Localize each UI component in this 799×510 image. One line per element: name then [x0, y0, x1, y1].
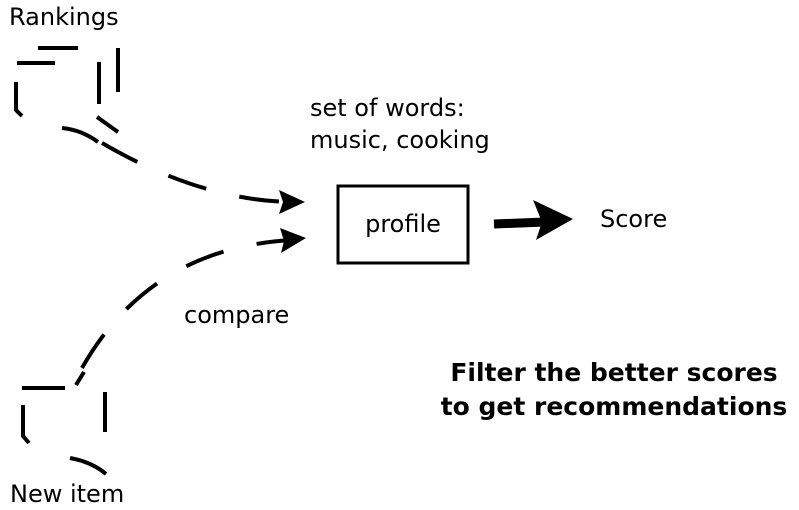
compare-label: compare — [184, 301, 290, 329]
profile-to-score-arrow — [493, 200, 573, 240]
rankings-label: Rankings — [9, 3, 119, 31]
rankings-document-icon — [14, 46, 120, 144]
profile-label: profile — [365, 210, 441, 238]
score-label: Score — [600, 205, 668, 233]
profile-box — [336, 184, 470, 265]
profile-description-line-2: music, cooking — [310, 126, 490, 154]
conclusion-line-1: Filter the better scores — [450, 358, 778, 387]
profile-description: set of words: music, cooking — [310, 92, 490, 156]
conclusion-line-2: to get recommendations — [440, 392, 788, 421]
profile-description-line-1: set of words: — [310, 94, 465, 122]
new-item-to-profile-arrow — [80, 228, 306, 369]
rankings-to-profile-arrow — [100, 141, 305, 214]
conclusion-text: Filter the better scores to get recommen… — [414, 356, 799, 424]
new-item-label: New item — [10, 480, 125, 508]
new-item-document-icon — [21, 370, 108, 476]
